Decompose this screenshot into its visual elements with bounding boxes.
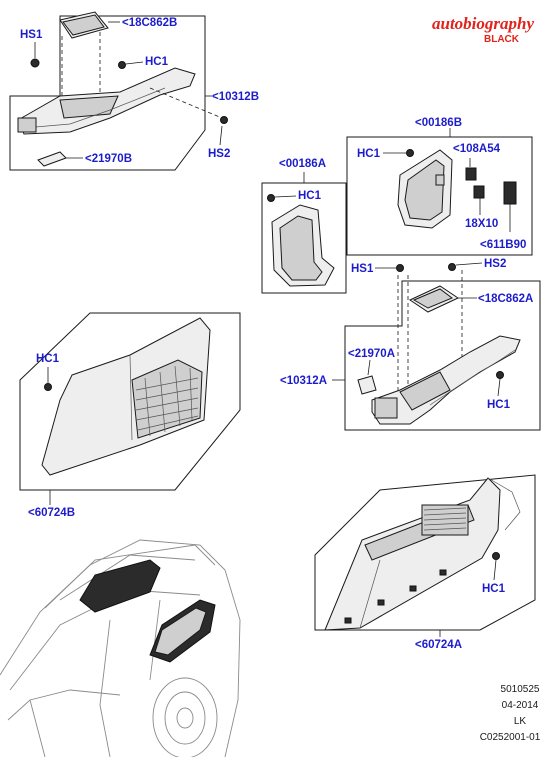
reference-block: 5010525 04-2014 LK C0252001-01 bbox=[480, 684, 541, 743]
side-trim-inner-b bbox=[404, 159, 445, 221]
clip-hc1-a bbox=[267, 194, 275, 202]
stowage-net-mesh bbox=[135, 365, 199, 437]
group-00186a: <00186A HC1 bbox=[261, 158, 347, 294]
part-611b90 bbox=[503, 181, 517, 205]
panel-vent-grille bbox=[421, 504, 469, 536]
panel-clip-1 bbox=[344, 617, 352, 624]
label-10312a: <10312A bbox=[280, 375, 327, 387]
panel-rear-edge bbox=[487, 477, 521, 531]
trim-21970b bbox=[37, 151, 67, 167]
console-latch-a bbox=[374, 397, 398, 419]
label-18c862b: <18C862B bbox=[122, 17, 177, 29]
screw-hs2-mid bbox=[448, 263, 456, 271]
panel-clip-3 bbox=[409, 585, 417, 592]
screw-hs1-top bbox=[30, 58, 40, 68]
screw-hs1-mid bbox=[396, 264, 404, 272]
clip-hc1-b bbox=[406, 149, 414, 157]
label-hc1-b: HC1 bbox=[357, 148, 381, 160]
group-00186b: <00186B HC1 <108A54 18X10 <611B90 bbox=[346, 117, 533, 256]
console-latch bbox=[17, 117, 37, 133]
label-18x10: 18X10 bbox=[465, 218, 498, 230]
label-10312b: <10312B bbox=[212, 91, 259, 103]
label-00186b: <00186B bbox=[415, 117, 462, 129]
highlight-side-panel-left bbox=[79, 559, 161, 613]
ref-date: 04-2014 bbox=[502, 700, 539, 711]
label-hs2-mid: HS2 bbox=[484, 258, 506, 270]
panel-clip-2 bbox=[377, 599, 385, 606]
label-hs1-mid: HS1 bbox=[351, 263, 374, 275]
console-cavity-a bbox=[399, 371, 451, 411]
label-00186a: <00186A bbox=[279, 158, 326, 170]
ref-model-code: LK bbox=[514, 716, 527, 727]
vehicle-illustration bbox=[0, 539, 241, 757]
group-10312b-frame bbox=[9, 15, 206, 171]
vehicle-wheel bbox=[152, 677, 218, 757]
group-60724a-frame bbox=[314, 474, 536, 631]
panel-clip-4 bbox=[439, 569, 447, 576]
group-00186b-frame bbox=[346, 136, 533, 256]
brand-edition: BLACK bbox=[484, 34, 520, 45]
label-hc1-mid: HC1 bbox=[487, 399, 511, 411]
side-trim-inner-a bbox=[279, 215, 323, 281]
clip-hc1-mid bbox=[496, 371, 504, 379]
label-18c862a: <18C862A bbox=[478, 293, 533, 305]
label-21970a: <21970A bbox=[348, 348, 395, 360]
group-60724b-frame bbox=[19, 312, 241, 491]
label-60724a: <60724A bbox=[415, 639, 462, 651]
part-108a54 bbox=[465, 167, 477, 181]
group-60724a: HC1 <60724A bbox=[314, 474, 536, 651]
label-108a54: <108A54 bbox=[453, 143, 501, 155]
side-panel-60724b bbox=[41, 317, 211, 476]
clip-hc1-right bbox=[492, 552, 500, 560]
ref-part-number: 5010525 bbox=[501, 684, 540, 695]
label-hc1-left: HC1 bbox=[36, 353, 60, 365]
group-60724b: HC1 <60724B bbox=[19, 312, 241, 519]
ref-illustration-id: C0252001-01 bbox=[480, 732, 541, 743]
label-hc1-right: HC1 bbox=[482, 583, 506, 595]
highlight-net-area bbox=[154, 607, 207, 656]
group-10312a: HS1 HS2 <18C862A <21970A <10312A HC1 bbox=[280, 258, 541, 431]
group-10312a-frame bbox=[344, 280, 541, 431]
screw-hs2-top bbox=[220, 116, 228, 124]
clip-hc1-top bbox=[118, 61, 126, 69]
clip-hc1-left bbox=[44, 383, 52, 391]
stowage-net-frame bbox=[131, 359, 203, 439]
brand-wordmark: autobiography bbox=[432, 14, 534, 33]
part-18x10 bbox=[473, 185, 485, 199]
label-hs1-top: HS1 bbox=[20, 29, 43, 41]
label-hc1-a: HC1 bbox=[298, 190, 322, 202]
label-611b90: <611B90 bbox=[480, 239, 526, 251]
tray-lid-inner-a bbox=[412, 288, 453, 309]
label-hc1-top: HC1 bbox=[145, 56, 169, 68]
label-21970b: <21970B bbox=[85, 153, 132, 165]
group-10312b: HS1 <18C862B HC1 <10312B HS2 <21970B bbox=[9, 11, 259, 171]
label-60724b: <60724B bbox=[28, 507, 75, 519]
trim-slot bbox=[435, 174, 445, 186]
label-hs2-top: HS2 bbox=[208, 148, 230, 160]
side-panel-60724a bbox=[324, 477, 501, 631]
tray-lid-inner bbox=[62, 14, 105, 36]
trim-21970a bbox=[357, 375, 377, 395]
